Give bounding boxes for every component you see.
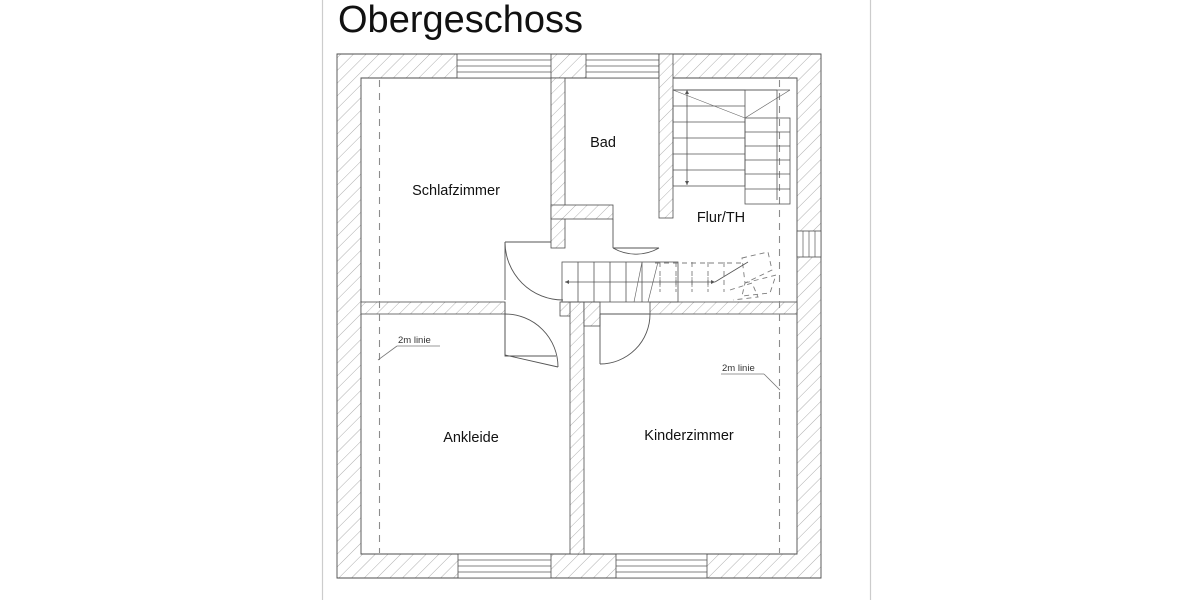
interior-wall-middle-right xyxy=(649,301,798,315)
annotation-label-left: 2m linie xyxy=(398,335,431,346)
window-top-left xyxy=(456,53,552,79)
room-label-flur-th: Flur/TH xyxy=(697,210,745,226)
door-ankleide xyxy=(504,302,559,368)
interior-wall-stair-block xyxy=(583,301,601,327)
room-label-ankleide: Ankleide xyxy=(443,430,499,446)
annotation-two-m-line-left: 2m linie xyxy=(377,335,440,361)
room-label-kinderzimmer: Kinderzimmer xyxy=(644,428,734,444)
staircase-lower xyxy=(561,251,777,303)
interior-wall-bad-bottom xyxy=(550,204,614,220)
interior-wall-bad-left xyxy=(550,77,566,249)
annotation-two-m-line-right: 2m linie xyxy=(721,363,781,391)
room-label-schlafzimmer: Schlafzimmer xyxy=(412,183,500,199)
room-label-bad: Bad xyxy=(590,135,616,151)
staircase-upper xyxy=(672,89,791,205)
staircase-lower-winder xyxy=(729,251,777,301)
window-right-small xyxy=(796,230,822,258)
window-bottom-left xyxy=(457,553,552,579)
page-title: Obergeschoss xyxy=(338,0,583,41)
interior-wall-center-vertical xyxy=(569,301,585,555)
staircase-walkline-ticks xyxy=(659,277,709,287)
door-kinderzimmer xyxy=(599,313,651,365)
annotation-label-right: 2m linie xyxy=(722,363,755,374)
door-schlafzimmer xyxy=(504,241,564,301)
interior-wall-bad-right xyxy=(658,53,674,219)
window-top-right xyxy=(585,53,660,79)
window-bottom-right xyxy=(615,553,708,579)
door-bad xyxy=(612,219,660,255)
staircase-lower-hidden-treads xyxy=(655,262,745,292)
interior-wall-middle-left xyxy=(360,301,506,315)
